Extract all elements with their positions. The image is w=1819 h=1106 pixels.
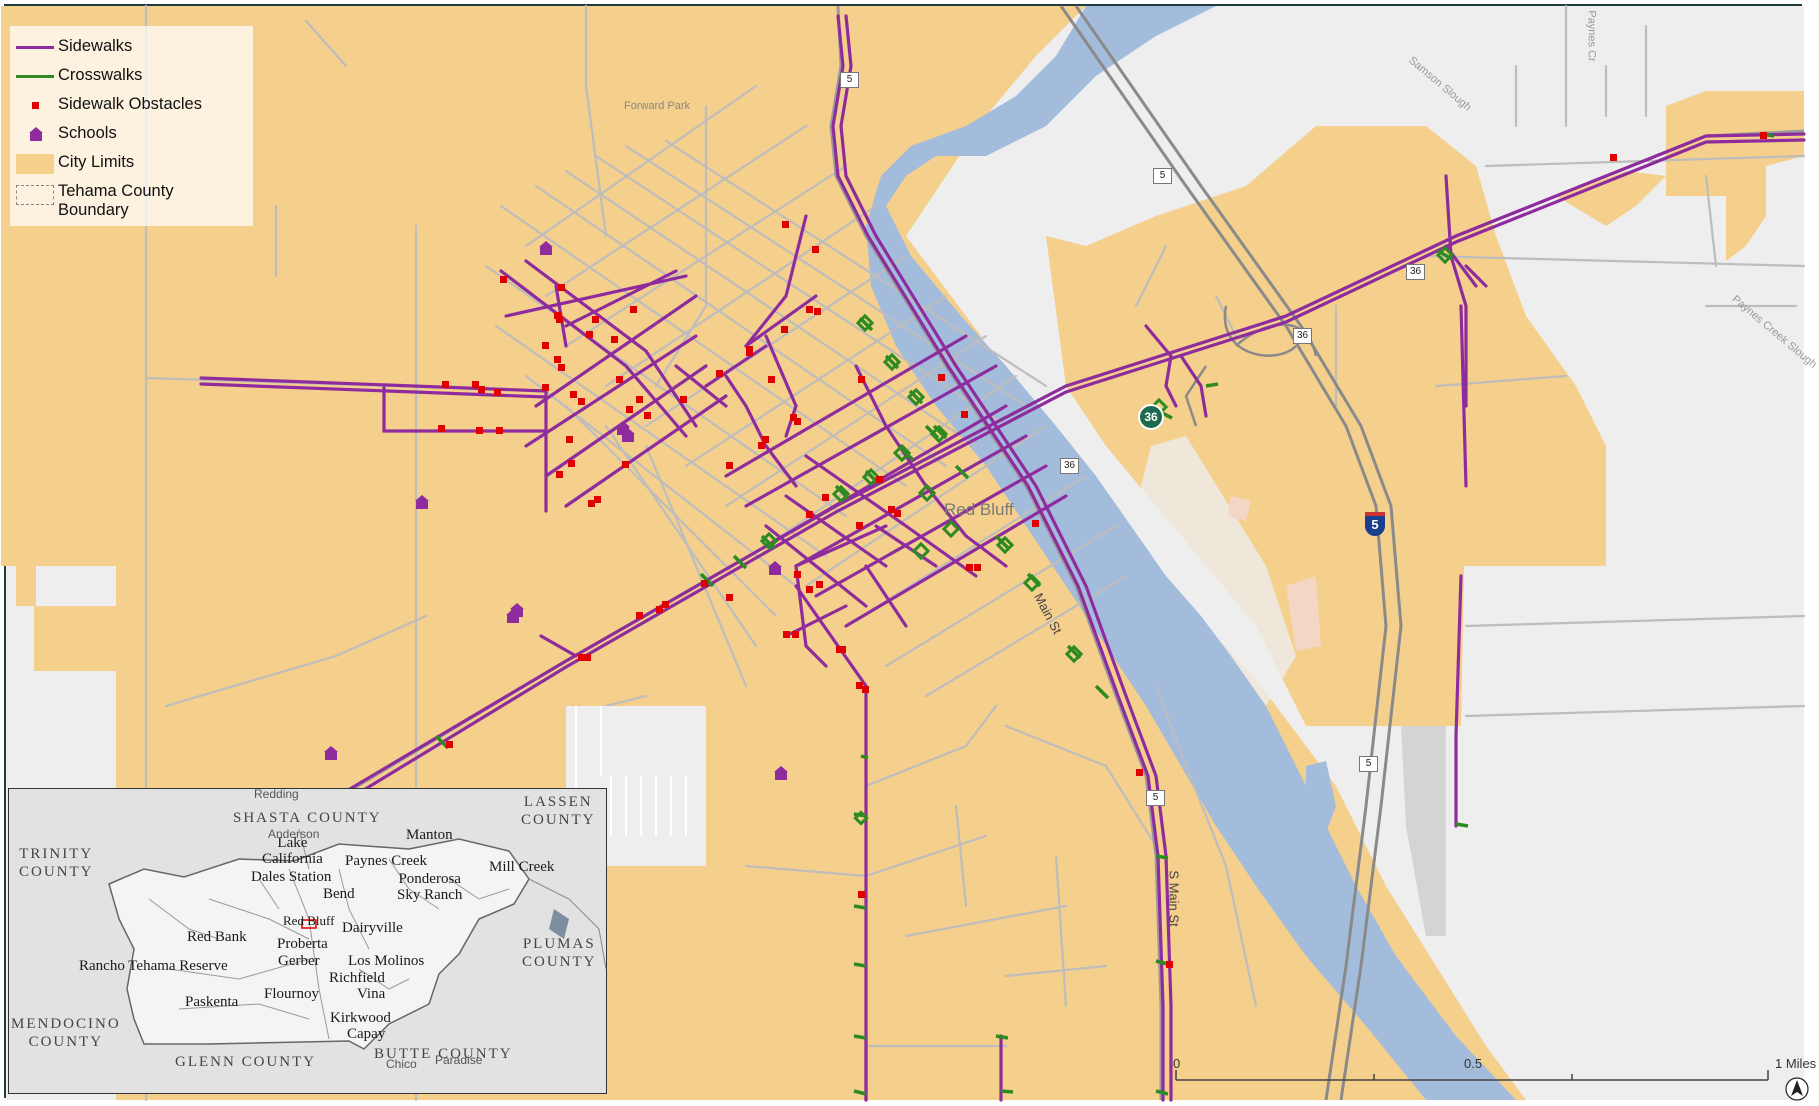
inset-place-gerber: Gerber	[278, 953, 320, 969]
river	[866, 6, 1516, 1100]
inset-county-shasta: SHASTA COUNTY	[233, 810, 382, 826]
tehama-county-shape	[108, 838, 530, 1050]
gravel-bar	[1401, 726, 1446, 936]
legend-label: Schools	[58, 124, 117, 142]
legend-item-crosswalks: Crosswalks	[10, 65, 238, 87]
route-5-shield-i5north: 5	[1153, 168, 1172, 184]
inset-place-rancho-tehama: Rancho Tehama Reserve	[79, 958, 228, 974]
obstacle-square-icon	[10, 94, 58, 116]
inset-place-manton: Manton	[406, 827, 453, 843]
scale-bar: 0 0.5 1 Miles	[1173, 1056, 1816, 1092]
inset-county-glenn: GLENN COUNTY	[175, 1054, 317, 1070]
inset-place-dales-station: Dales Station	[251, 869, 332, 885]
legend-item-sidewalks: Sidewalks	[10, 36, 238, 58]
scale-label-one: 1 Miles	[1775, 1056, 1817, 1071]
legend-label: Sidewalk Obstacles	[58, 95, 202, 113]
inset-place-paskenta: Paskenta	[185, 994, 239, 1010]
inset-county-plumas: PLUMAS COUNTY	[522, 936, 597, 970]
scale-bar-graphic	[1175, 1070, 1769, 1081]
map-legend: Sidewalks Crosswalks Sidewalk Obstacles …	[10, 26, 253, 226]
interstate-5-shield-icon: 5	[1365, 512, 1385, 536]
inset-place-paynes-creek: Paynes Creek	[345, 853, 428, 869]
crosswalk-line-icon	[10, 65, 58, 87]
legend-label: Crosswalks	[58, 66, 143, 84]
inset-place-paradise: Paradise	[435, 1053, 483, 1067]
red-bluff-label: Red Bluff	[944, 500, 1014, 519]
legend-item-county-boundary: Tehama County Boundary	[10, 181, 188, 220]
route-36-shield-mid: 36	[1293, 328, 1312, 344]
map-frame[interactable]: Forward Park Red Bluff Main St S Main St…	[1, 4, 1819, 1102]
route-5-shield-south: 5	[1146, 790, 1165, 806]
schools	[324, 241, 788, 780]
sidewalk-obstacles	[438, 132, 1767, 968]
inset-county-butte: BUTTE COUNTY	[374, 1046, 513, 1062]
inset-place-red-bluff: Red Bluff	[283, 913, 335, 928]
legend-label: City Limits	[58, 153, 135, 171]
inset-place-lake-california: Lake California	[262, 835, 323, 867]
paynes-creek-top-label: Paynes Cr	[1585, 10, 1598, 62]
dashed-boundary-icon	[10, 181, 58, 205]
inset-place-dairyville: Dairyville	[342, 920, 403, 936]
route-36-shield-east: 36	[1406, 264, 1425, 280]
legend-item-schools: Schools	[10, 123, 238, 145]
inset-place-red-bank: Red Bank	[187, 929, 247, 945]
north-arrow-icon	[1785, 1077, 1809, 1101]
legend-item-obstacles: Sidewalk Obstacles	[10, 94, 238, 116]
inset-county-lassen: LASSEN COUNTY	[521, 794, 596, 828]
legend-item-city-limits: City Limits	[10, 152, 238, 174]
route-36-badge-icon: 36	[1138, 404, 1164, 430]
legend-label: Sidewalks	[58, 37, 133, 55]
scale-label-zero: 0	[1173, 1056, 1181, 1071]
inset-place-bend: Bend	[323, 886, 355, 902]
inset-place-chico: Chico	[386, 1057, 417, 1071]
inset-locator-map[interactable]: Redding Anderson Chico Paradise SHASTA C…	[8, 787, 607, 1094]
sidewalk-line-icon	[10, 36, 58, 58]
inset-place-flournoy: Flournoy	[264, 986, 320, 1002]
school-icon	[10, 123, 58, 145]
city-limits-fill-icon	[10, 152, 58, 174]
freeway-i5	[1059, 5, 1403, 1101]
scale-label-half: 0.5	[1464, 1056, 1483, 1071]
main-st-south-label: S Main St	[1166, 870, 1182, 927]
legend-label: Tehama County Boundary	[58, 182, 174, 219]
inset-place-ponderosa: Ponderosa Sky Ranch	[397, 871, 463, 903]
crosswalk-markers	[759, 245, 1455, 826]
inset-place-capay: Capay	[347, 1026, 386, 1042]
route-5-shield-i5south: 5	[1359, 756, 1378, 772]
inset-map-canvas	[9, 789, 607, 1093]
inset-place-anderson: Anderson	[268, 827, 320, 841]
inset-place-proberta: Proberta	[277, 936, 328, 952]
inset-place-kirkwood: Kirkwood	[330, 1010, 391, 1026]
inset-place-vina: Vina	[357, 986, 386, 1002]
inset-county-mendocino: MENDOCINO COUNTY	[11, 1016, 121, 1050]
forward-park-label: Forward Park	[624, 100, 691, 112]
inset-county-trinity: TRINITY COUNTY	[19, 846, 94, 880]
inset-place-richfield: Richfield	[329, 970, 385, 986]
inset-place-los-molinos: Los Molinos	[348, 953, 425, 969]
route-36-shield-west: 36	[1060, 458, 1079, 474]
route-5-shield-north: 5	[840, 72, 859, 88]
inset-place-redding: Redding	[254, 787, 299, 801]
inset-place-mill-creek: Mill Creek	[489, 859, 555, 875]
